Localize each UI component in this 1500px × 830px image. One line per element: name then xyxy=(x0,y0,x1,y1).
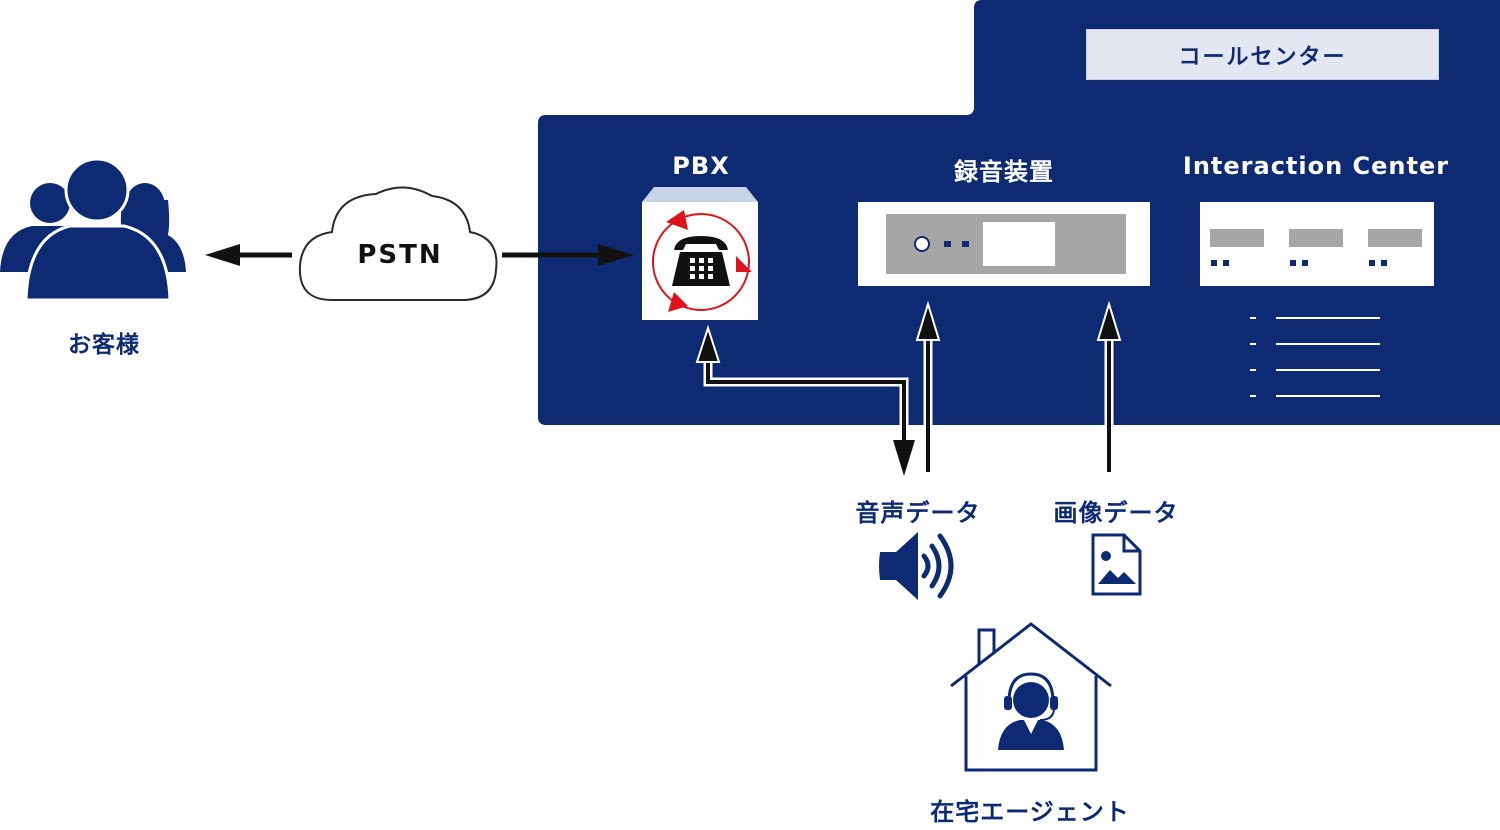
interaction-center-device-icon xyxy=(1200,202,1434,286)
recorder-device-icon xyxy=(858,202,1150,286)
voice-data-label: 音声データ xyxy=(855,499,981,527)
home-agent-house-icon xyxy=(950,622,1112,772)
image-data-label: 画像データ xyxy=(1053,499,1179,527)
call-center-label: コールセンター xyxy=(1086,29,1439,80)
image-to-recorder-arrow xyxy=(1096,300,1122,472)
customers-label: お客様 xyxy=(68,332,140,358)
home-agent-label: 在宅エージェント xyxy=(930,798,1130,826)
speaker-icon xyxy=(879,532,954,600)
pbx-label: PBX xyxy=(672,152,730,180)
arrow-to-customers xyxy=(205,244,292,266)
recorder-label: 録音装置 xyxy=(954,158,1054,186)
interaction-center-label: Interaction Center xyxy=(1182,152,1450,180)
pstn-label: PSTN xyxy=(357,240,443,270)
voice-to-recorder-arrow xyxy=(915,300,941,472)
interaction-center-list-icon xyxy=(1250,317,1380,397)
pstn-cloud-icon xyxy=(298,186,498,301)
pbx-voice-connector xyxy=(695,324,915,476)
image-file-icon xyxy=(1091,533,1142,596)
pbx-device-icon xyxy=(642,187,758,320)
arrow-to-pbx xyxy=(502,244,634,266)
customers-people-icon xyxy=(0,157,186,302)
